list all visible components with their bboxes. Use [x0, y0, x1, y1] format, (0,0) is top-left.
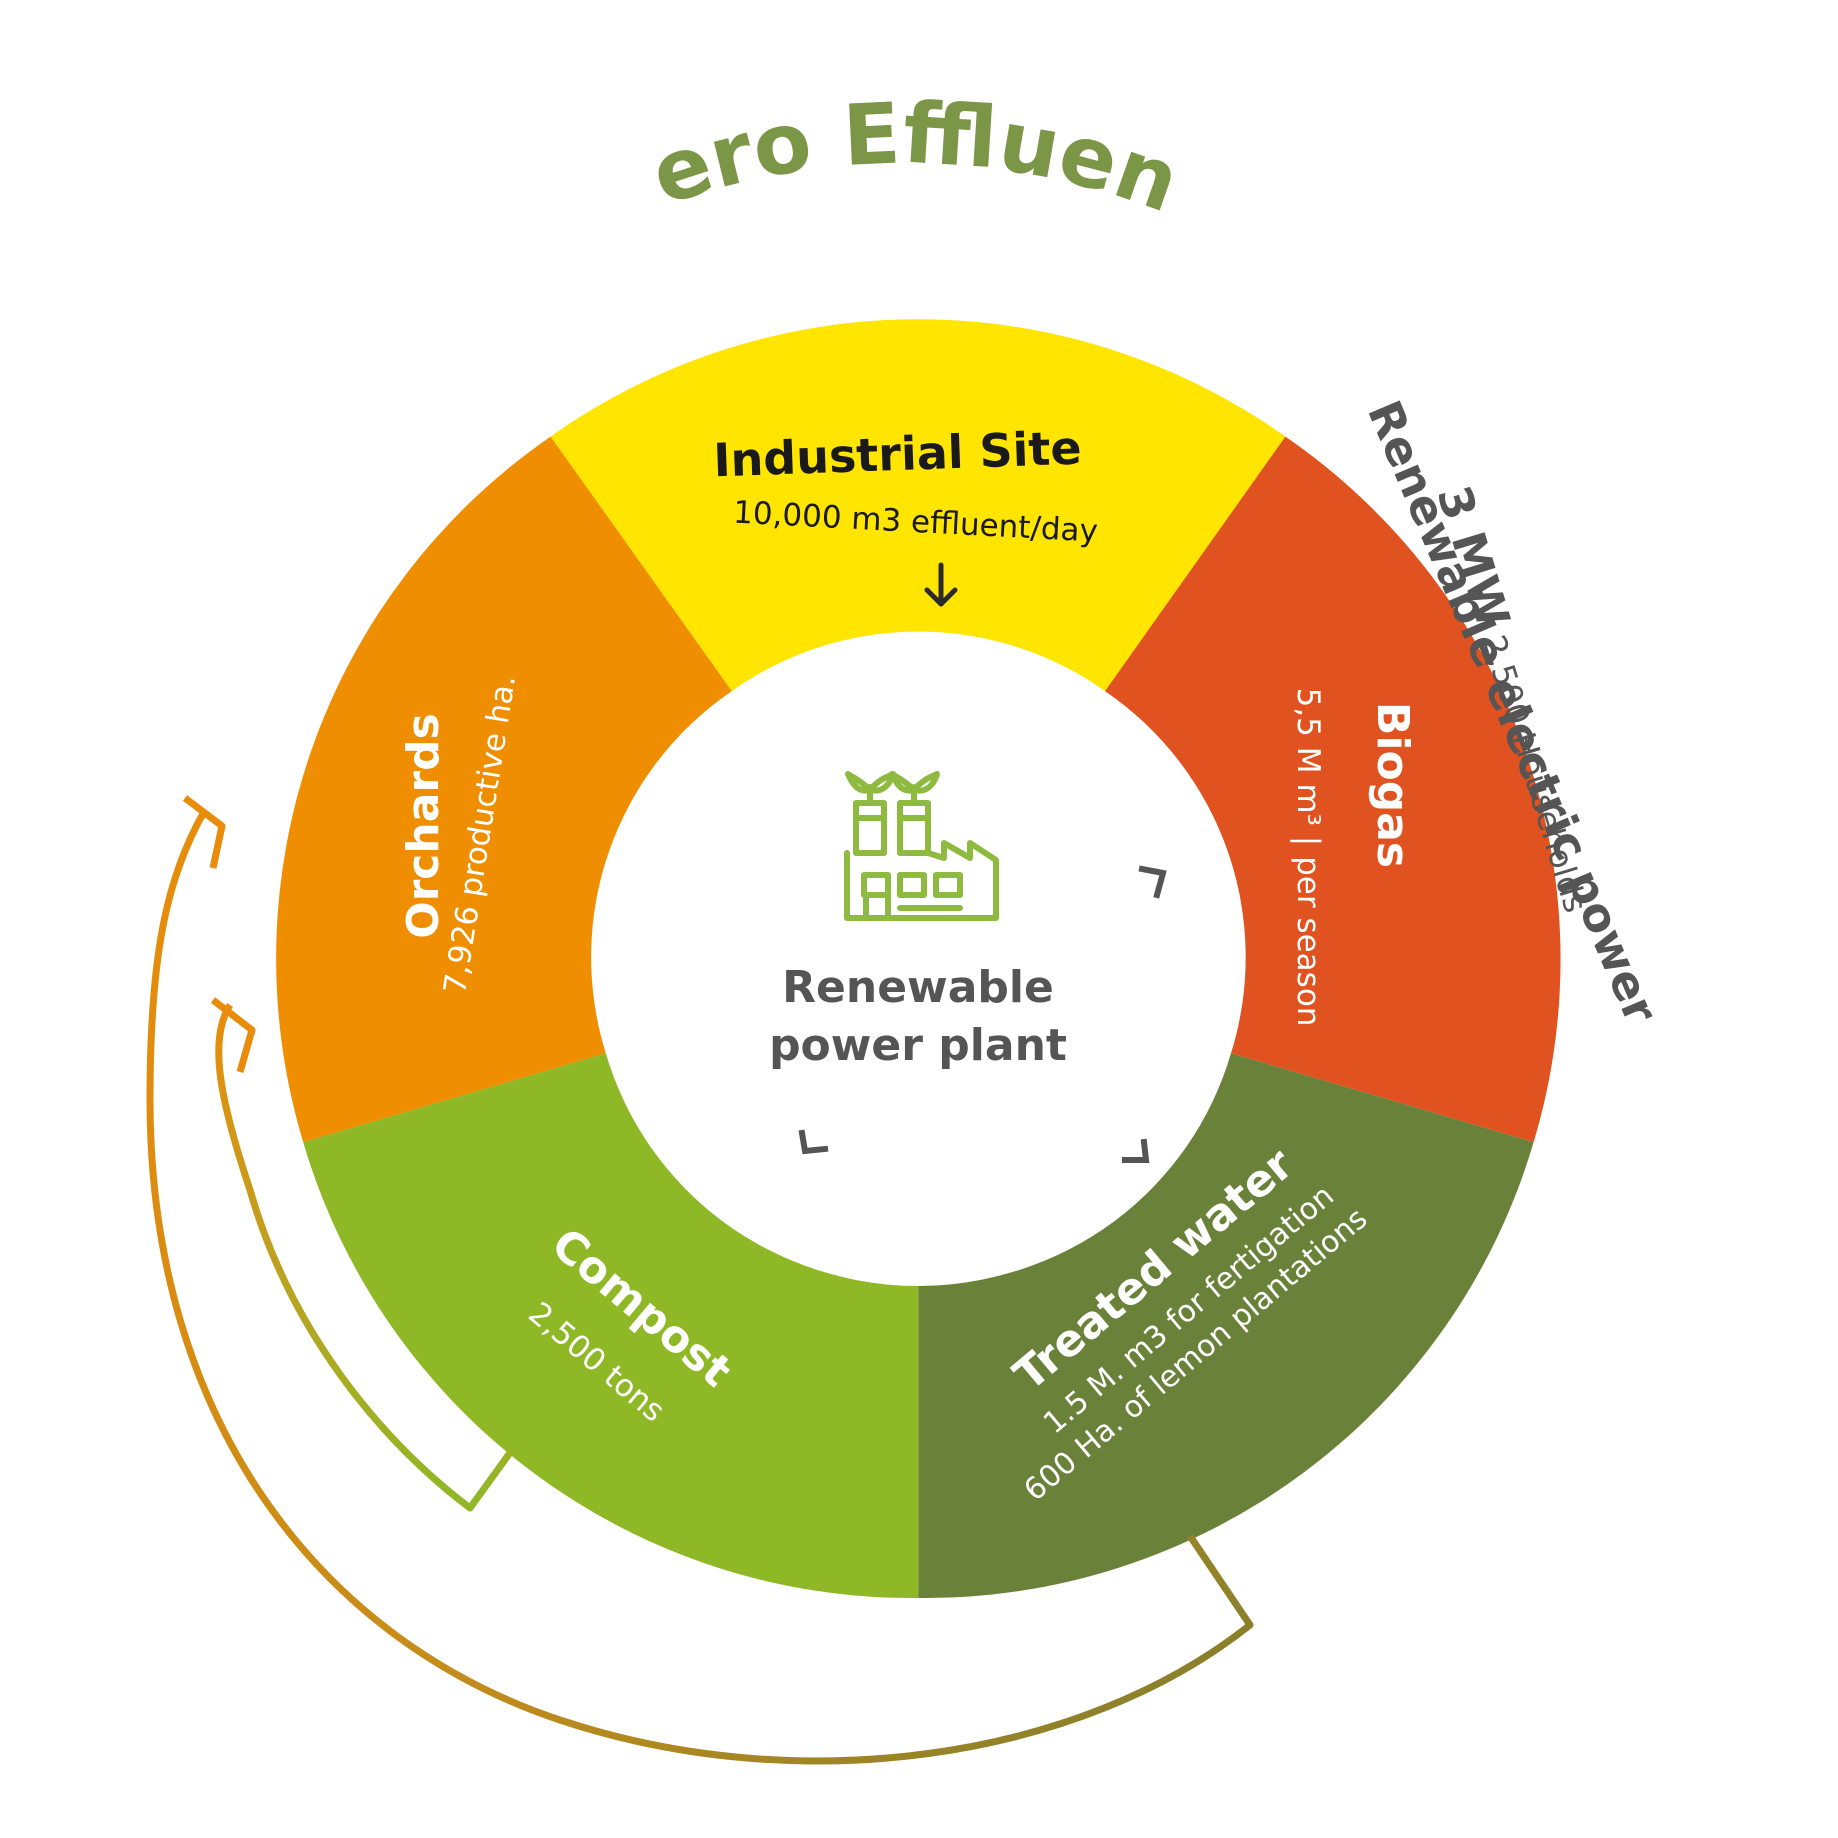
chevron-right-bottom-icon: [1122, 1138, 1150, 1163]
segment-industrial-site: [550, 319, 1286, 692]
biogas-detail: 5,5 M m³ | per season: [1290, 688, 1326, 1027]
segment-treated-water: [918, 1053, 1534, 1599]
down-arrow-icon: [924, 562, 958, 607]
biogas-label: Biogas: [1367, 702, 1418, 868]
outer-return-arrow: [146, 808, 1254, 1765]
diagram-title: Zero Effluent: [0, 0, 1192, 231]
factory-sprout-icon: [844, 771, 999, 921]
segment-compost: [303, 1053, 919, 1599]
orchards-label: Orchards: [398, 713, 449, 939]
outer-arrowhead: [182, 795, 226, 869]
ring: [276, 319, 1561, 1599]
industrial-site-label: Industrial Site: [712, 421, 1082, 488]
inner-return-arrow: [215, 1003, 515, 1512]
chevron-right-top-icon: [1138, 865, 1167, 899]
segment-biogas: [1105, 436, 1561, 1143]
center-label-line2: power plant: [769, 1020, 1067, 1071]
center-label-line1: Renewable: [782, 962, 1054, 1013]
chevron-left-bottom-icon: [798, 1129, 829, 1155]
segment-orchards: [276, 436, 732, 1143]
return-arrows: [146, 795, 1254, 1765]
center-hole: [596, 642, 1240, 1286]
flow-chevrons: [798, 865, 1167, 1163]
inner-arrowhead: [210, 997, 256, 1073]
